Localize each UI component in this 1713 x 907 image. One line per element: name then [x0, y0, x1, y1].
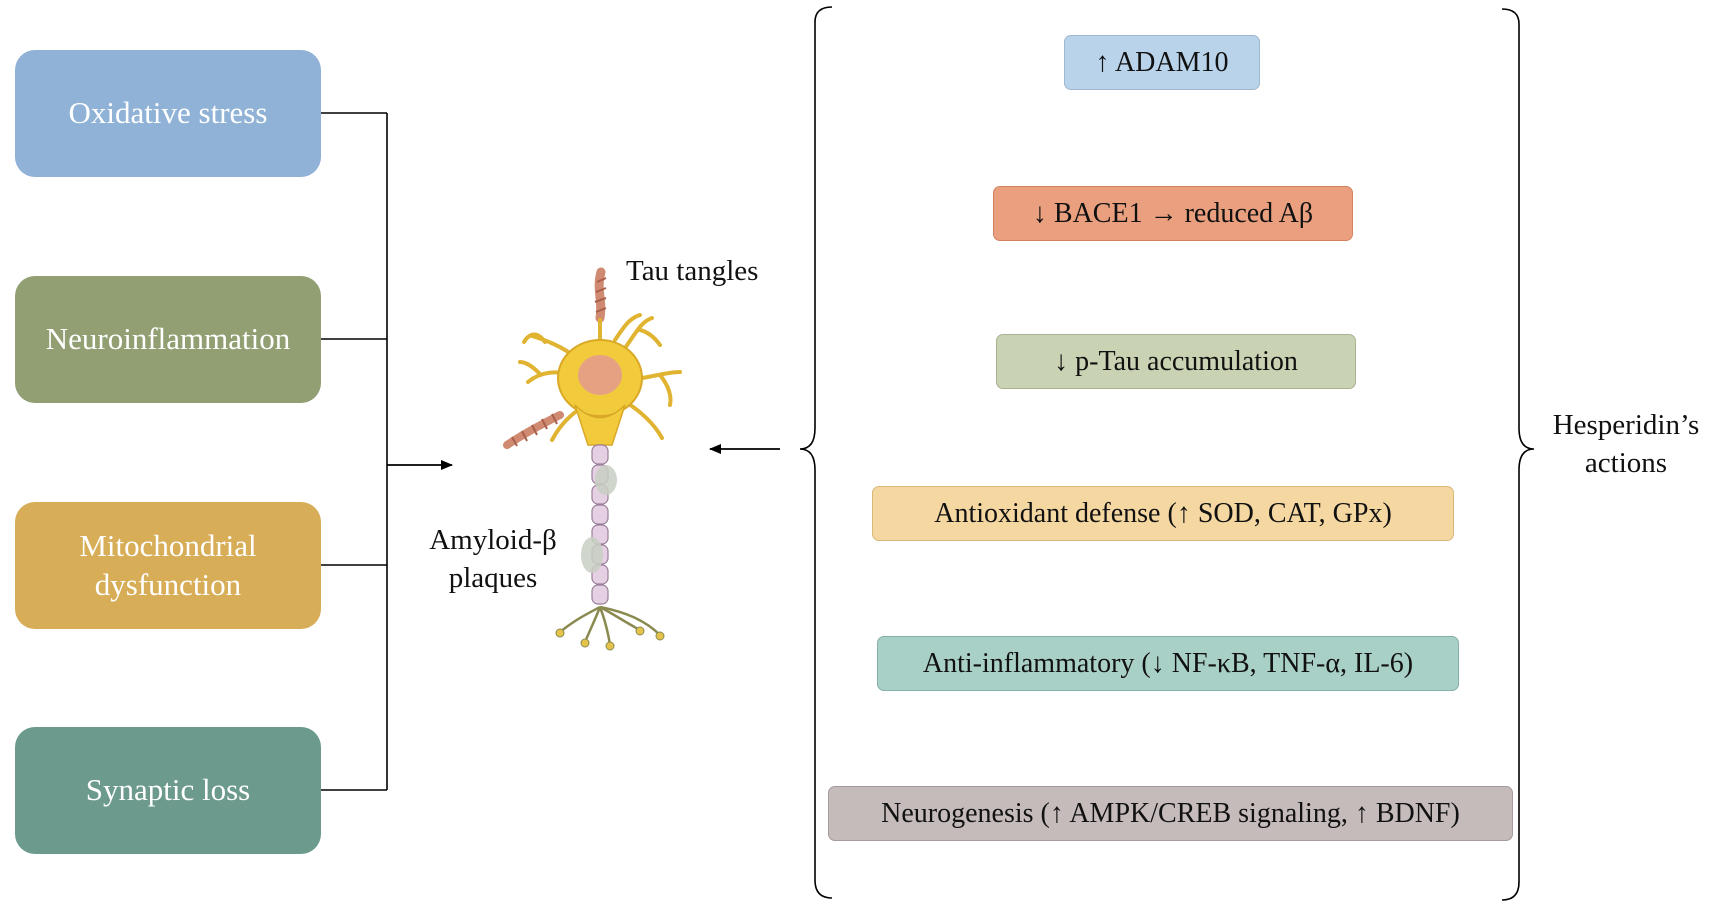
action-label: ↑ ADAM10	[1095, 46, 1229, 78]
tau-fibril-left	[503, 411, 564, 449]
left-connector	[321, 112, 388, 791]
factor-box-synaptic-loss: Synaptic loss	[15, 727, 321, 854]
action-label: ↓ p-Tau accumulation	[1054, 345, 1298, 377]
tau-tangles-label: Tau tangles	[626, 255, 759, 287]
action-box-bace1: ↓ BACE1 → reduced Aβ	[993, 186, 1353, 241]
factor-label: Oxidative stress	[68, 95, 268, 131]
amyloid-plaque	[595, 465, 617, 495]
amyloid-plaques-label: Amyloid-β plaques	[429, 524, 557, 594]
tau-fibril-top	[594, 267, 607, 323]
left-brace	[799, 6, 833, 899]
action-box-adam10: ↑ ADAM10	[1064, 35, 1260, 90]
action-box-anti-inflammatory: Anti-inflammatory (↓ NF-κB, TNF-α, IL-6)	[877, 636, 1459, 691]
factor-label: Synaptic loss	[85, 772, 251, 808]
factor-box-neuroinflammation: Neuroinflammation	[15, 276, 321, 403]
action-box-p-tau: ↓ p-Tau accumulation	[996, 334, 1356, 389]
neuron-nucleus	[578, 355, 622, 395]
factor-box-mitochondrial-dysfunction: Mitochondrial dysfunction	[15, 502, 321, 629]
neuron-illustration	[503, 267, 682, 651]
action-label: Antioxidant defense (↑ SOD, CAT, GPx)	[934, 497, 1392, 529]
factor-label: Mitochondrial dysfunction	[79, 527, 257, 602]
myelin-segment	[591, 504, 609, 525]
action-label: Neurogenesis (↑ AMPK/CREB signaling, ↑ B…	[881, 797, 1460, 829]
hesperidin-actions-label: Hesperidin’s actions	[1552, 409, 1700, 479]
amyloid-plaque	[581, 537, 603, 573]
factor-box-oxidative-stress: Oxidative stress	[15, 50, 321, 177]
myelin-segment	[591, 584, 609, 605]
action-box-neurogenesis: Neurogenesis (↑ AMPK/CREB signaling, ↑ B…	[828, 786, 1513, 841]
action-box-antioxidant: Antioxidant defense (↑ SOD, CAT, GPx)	[872, 486, 1454, 541]
right-brace	[1501, 8, 1535, 901]
myelin-segment	[591, 444, 609, 465]
axon-terminals	[559, 605, 661, 646]
action-label: ↓ BACE1 → reduced Aβ	[1032, 197, 1314, 229]
action-label: Anti-inflammatory (↓ NF-κB, TNF-α, IL-6)	[922, 647, 1414, 679]
factor-label: Neuroinflammation	[45, 321, 291, 357]
